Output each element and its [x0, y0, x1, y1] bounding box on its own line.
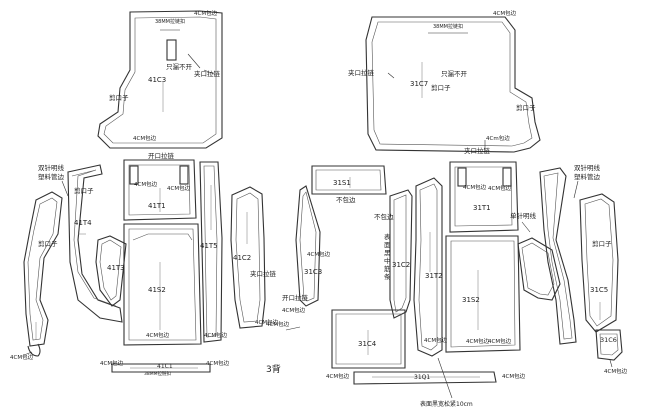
- label-4cm-edge-31S2-b: 4CM包边: [466, 337, 490, 345]
- label-4cm-edge-41T5: 4CM包边: [204, 331, 228, 339]
- label-clip-zip-41C2: 夹口拉链: [250, 269, 277, 278]
- piece-41T5: 41T5 4CM包边: [199, 161, 228, 343]
- label-no-edge: 不包边: [336, 195, 356, 204]
- part-code-31S1: 31S1: [333, 179, 351, 187]
- label-4cm-edge-31C3-b: 4CM包边: [282, 306, 306, 314]
- part-code-31Q1: 31Q1: [414, 374, 430, 381]
- piece-31T2: 31T2 4CM包边: [413, 177, 448, 357]
- label-surface-tape: 表 面 黑 中 筋 条: [384, 232, 391, 281]
- label-4cm-edge-31C6: 4CM包边: [604, 367, 628, 375]
- piece-31C7: 38MM拉链扣 4CM包边 夹口拉链 只漏不开 31C7 剪口子 剪口子 4Cm…: [348, 9, 541, 155]
- svg-text:黑: 黑: [384, 249, 391, 257]
- label-notch-left: 剪口子: [38, 239, 58, 248]
- part-code-41C3: 41C3: [148, 76, 166, 84]
- piece-31C6: 31C6 4CM包边: [595, 329, 628, 375]
- svg-text:表: 表: [384, 232, 391, 241]
- part-code-31C2: 31C2: [392, 261, 410, 269]
- label-4cm-edge-left: 4CM包边: [10, 353, 34, 361]
- label-surface-bottom-note: 表面黑宽松紧10cm: [420, 400, 473, 408]
- label-double-needle-right: 双针明线: [574, 163, 601, 172]
- label-only-open: 只漏不开: [166, 62, 193, 71]
- label-notch-31C5: 剪口子: [592, 239, 612, 248]
- piece-41C1: 4CM包边 4CM包边 41C1 38MM拉链扣: [100, 359, 230, 377]
- svg-text:条: 条: [384, 272, 391, 281]
- label-only-open-right: 只漏不开: [441, 69, 468, 78]
- part-code-31C5: 31C5: [590, 286, 608, 294]
- label-clip-zip: 夹口拉链: [194, 69, 221, 78]
- piece-31C5: 剪口子 31C5: [579, 193, 619, 333]
- label-4cm-edge-41T1: 4CM包边: [134, 180, 158, 188]
- label-notch-right: 剪口子: [431, 83, 451, 92]
- label-no-edge-2: 不包边: [374, 212, 394, 221]
- part-code-41T4: 41T4: [74, 219, 92, 227]
- piece-right-inner: [517, 237, 561, 301]
- label-4cm-edge-41C2-out: 4CM包边: [266, 320, 290, 328]
- part-code-31S2: 31S2: [462, 296, 480, 304]
- piece-31S1: 31S1: [311, 165, 387, 195]
- piece-31C4: 31C4: [331, 309, 406, 369]
- label-plastic-pipe-right: 塑料管边: [574, 172, 601, 181]
- part-code-31T2: 31T2: [425, 272, 443, 280]
- label-4cm-edge-41C1: 4CM包边: [100, 359, 124, 367]
- label-4cm-edge-right: 4CM包边: [493, 9, 517, 17]
- piece-41T1: 4CM包边 4CM包边 41T1: [123, 159, 197, 221]
- label-4cm-edge-41T1-b: 4CM包边: [167, 184, 191, 192]
- label-4cm-edge-41C1-b: 4CM包边: [206, 359, 230, 367]
- part-code-41S2: 41S2: [148, 286, 166, 294]
- label-4cm-edge-41S2: 4CM包边: [146, 331, 170, 339]
- piece-41C2: 41C2 夹口拉链 4CM包边 4CM包边: [230, 186, 301, 331]
- label-4cm-edge-right-bottom: 4Cm包边: [486, 134, 510, 142]
- label-4cm-edge-31T1-b: 4CM包边: [488, 184, 512, 192]
- svg-text:中: 中: [384, 256, 391, 265]
- part-code-31C7: 31C7: [410, 80, 428, 88]
- label-single-needle: 单针明线: [510, 211, 537, 220]
- piece-41S2: 41S2 4CM包边: [123, 223, 202, 346]
- label-notch: 剪口子: [109, 93, 129, 102]
- piece-31C2: 31C2: [389, 189, 413, 319]
- part-code-31T1: 31T1: [473, 204, 491, 212]
- part-code-31C6: 31C6: [600, 336, 617, 344]
- label-4cm-edge-31C3: 4CM包边: [307, 250, 331, 258]
- label-clip-zip-right: 夹口拉链: [348, 68, 375, 77]
- label-open-zip: 开口拉链: [148, 151, 175, 160]
- piece-31C3: 4CM包边 31C3 开口拉链 4CM包边: [282, 185, 331, 314]
- part-code-41T5: 41T5: [200, 242, 218, 250]
- label-plastic-pipe-left: 塑料管边: [38, 172, 65, 181]
- svg-text:面: 面: [384, 241, 391, 249]
- label-notch-41T4: 剪口子: [74, 186, 94, 195]
- piece-right-curve: [539, 167, 577, 345]
- piece-31Q1: 4CM包边 4CM包边 31Q1: [326, 371, 526, 385]
- piece-31S2: 31S2 4CM包边 4CM包边: [445, 235, 521, 353]
- piece-left-outer: 剪口子 4CM包边: [10, 191, 63, 361]
- part-code-41C1: 41C1: [157, 363, 173, 370]
- label-4cm-edge-31T2: 4CM包边: [424, 336, 448, 344]
- svg-text:筋: 筋: [384, 264, 391, 273]
- label-4cm-edge-31S2: 4CM包边: [488, 337, 512, 345]
- part-code-31C4: 31C4: [358, 340, 377, 348]
- label-open-zip-31C3: 开口拉链: [282, 293, 309, 302]
- label-4cm-edge-31Q1: 4CM包边: [326, 372, 350, 380]
- part-code-41T1: 41T1: [148, 202, 166, 210]
- label-4cm-edge-31Q1-b: 4CM包边: [502, 372, 526, 380]
- part-code-41T3: 41T3: [107, 264, 125, 272]
- label-clip-zip-right-bottom: 夹口拉链: [464, 146, 491, 155]
- label-4cm-edge-bottom: 4CM包边: [133, 134, 157, 142]
- label-4cm-edge: 4CM包边: [194, 9, 218, 17]
- part-code-41C2: 41C2: [233, 254, 251, 262]
- label-zip-fastener-bottom: 38MM拉链扣: [144, 370, 171, 377]
- label-zip-fastener-right: 38MM拉链扣: [433, 23, 463, 30]
- piece-31T1: 4CM包边 4CM包边 31T1: [449, 161, 519, 233]
- label-4cm-edge-41C2: 4CM包边: [255, 318, 279, 326]
- piece-41T4: 剪口子 41T4: [67, 164, 123, 323]
- piece-41T3: 41T3: [95, 235, 127, 307]
- label-double-needle-left: 双针明线: [38, 163, 65, 172]
- part-code-31C3: 31C3: [304, 268, 322, 276]
- label-notch-right-2: 剪口子: [516, 103, 536, 112]
- page-label: 3背: [266, 363, 281, 375]
- label-4cm-edge-31T1: 4CM包边: [463, 183, 487, 191]
- piece-41C3: 38MM拉链扣 4CM包边 只漏不开 夹口拉链 41C3 剪口子 4CM包边 开…: [97, 9, 223, 160]
- label-zip-fastener: 38MM拉链扣: [155, 18, 185, 25]
